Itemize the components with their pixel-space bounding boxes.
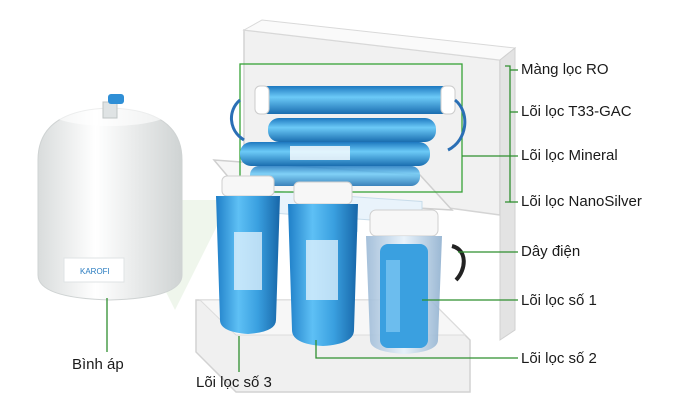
housing-filter-1 xyxy=(366,209,442,354)
horizontal-filters xyxy=(230,85,467,186)
label-t33-gac: Lõi lọc T33-GAC xyxy=(521,103,632,120)
housing-filter-3 xyxy=(216,175,280,334)
label-power-cord: Dây điện xyxy=(521,243,581,260)
label-pressure-tank: Bình áp xyxy=(72,356,124,373)
t33-gac-cartridge xyxy=(268,118,436,142)
label-ro-membrane: Màng lọc RO xyxy=(521,61,609,78)
power-cord xyxy=(451,244,466,282)
label-filter-1: Lõi lọc số 1 xyxy=(521,292,597,309)
housing-filter-2 xyxy=(288,181,358,346)
label-filter-2: Lõi lọc số 2 xyxy=(521,350,597,367)
callout-lines xyxy=(106,65,518,372)
ro-membrane-cartridge xyxy=(255,86,455,114)
tank-label xyxy=(63,257,125,283)
svg-text:KAROFI: KAROFI xyxy=(80,267,110,276)
bracket-top-filters xyxy=(505,65,511,203)
label-mineral: Lõi lọc Mineral xyxy=(521,147,618,164)
pressure-tank: KAROFI xyxy=(37,94,183,301)
label-filter-3: Lõi lọc số 3 xyxy=(196,374,272,391)
nanosilver-cartridge xyxy=(250,166,420,186)
label-nanosilver: Lõi lọc NanoSilver xyxy=(521,193,642,210)
